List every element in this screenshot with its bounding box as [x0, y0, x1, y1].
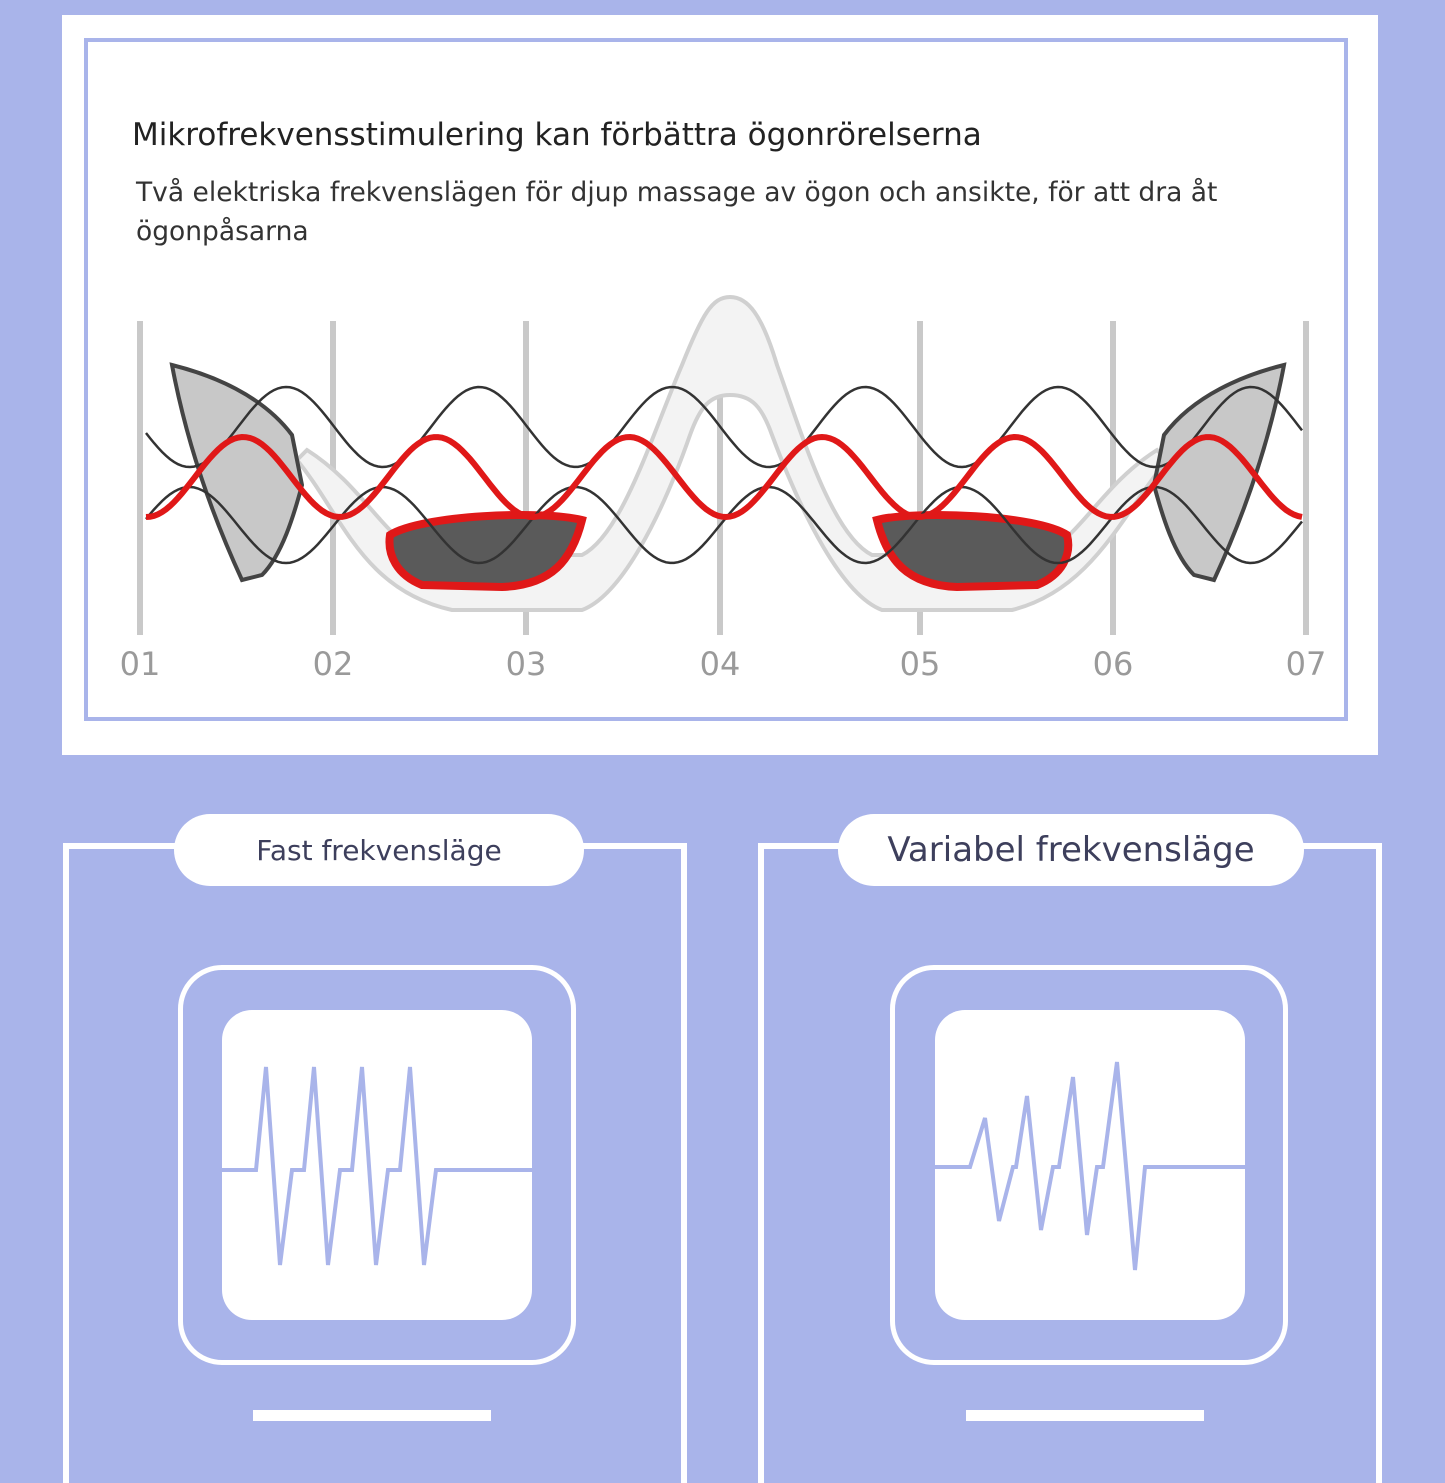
fixed-mode-label: Fast frekvensläge	[174, 814, 584, 886]
fixed-mode-screen	[222, 1010, 532, 1320]
headline: Mikrofrekvensstimulering kan förbättra ö…	[132, 117, 982, 153]
subheadline: Två elektriska frekvenslägen för djup ma…	[136, 177, 1218, 247]
marker-label-02: 02	[313, 645, 354, 683]
marker-label-03: 03	[506, 645, 547, 683]
wave-lower	[145, 485, 1303, 565]
variable-pulse-waveform-icon	[935, 1061, 1245, 1271]
fixed-pulse-waveform-icon	[222, 1066, 532, 1266]
marker-label-05: 05	[900, 645, 941, 683]
wave-upper	[145, 385, 1303, 469]
variable-mode-monitor-stand	[966, 1410, 1204, 1421]
variable-mode-screen	[935, 1010, 1245, 1320]
frequency-waves	[145, 385, 1303, 565]
fixed-mode-monitor-stand	[253, 1410, 491, 1421]
top-panel: 01 02 03 04 05 06 07 Mikrofrekvensstimul…	[62, 15, 1378, 755]
eye-massager-illustration: 01 02 03 04 05 06 07	[120, 294, 1327, 683]
wave-red	[145, 433, 1303, 521]
variable-mode-monitor-frame	[890, 965, 1288, 1365]
variable-mode-label: Variabel frekvensläge	[838, 814, 1304, 886]
marker-label-06: 06	[1093, 645, 1134, 683]
massager-device-icon	[169, 294, 1287, 612]
marker-label-07: 07	[1286, 645, 1327, 683]
marker-label-01: 01	[120, 645, 161, 683]
top-panel-frame	[84, 38, 1348, 721]
marker-label-04: 04	[700, 645, 741, 683]
marker-labels: 01 02 03 04 05 06 07	[120, 645, 1327, 683]
fixed-mode-monitor-frame	[178, 965, 576, 1365]
